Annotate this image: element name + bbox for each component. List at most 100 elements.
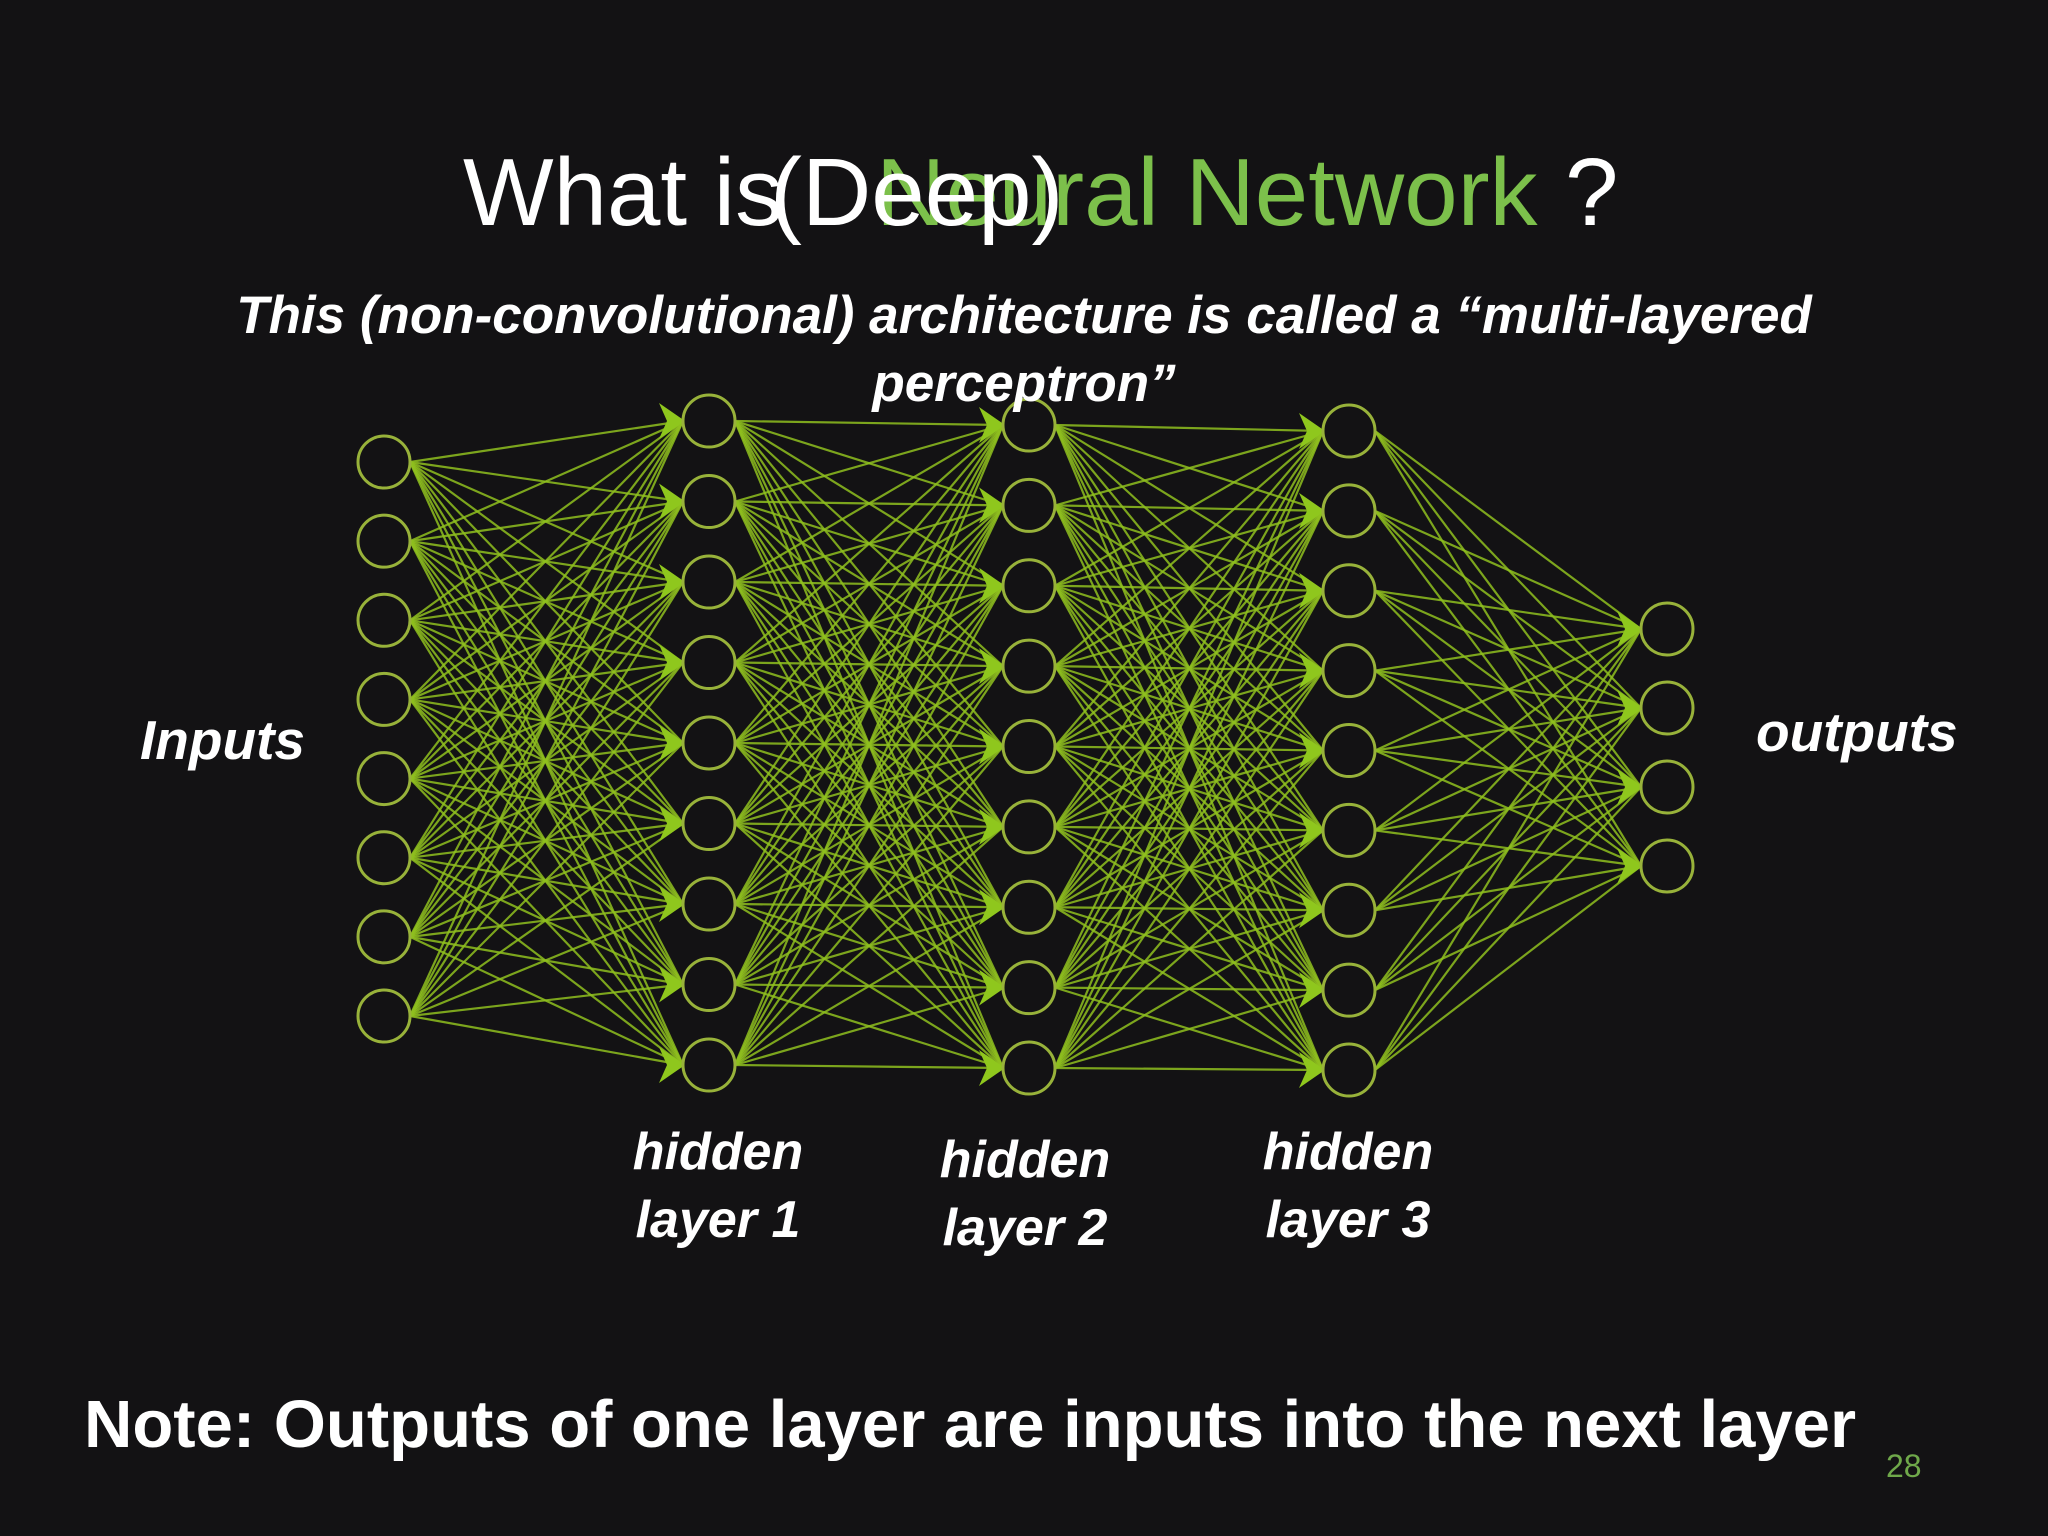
hidden-layer-1-label: hidden layer 1 xyxy=(588,1118,848,1254)
hidden-layer-2-line2: layer 2 xyxy=(942,1199,1108,1257)
connection-line-l2-2-0 xyxy=(1054,430,1324,587)
arrowhead-l3-3 xyxy=(1299,652,1325,689)
note-text: Note: Outputs of one layer are inputs in… xyxy=(84,1387,1857,1462)
connection-line-l3-8-3 xyxy=(1374,865,1642,1071)
connection-line-l2-6-0 xyxy=(1054,430,1324,908)
title-what-is: What is xyxy=(463,139,784,246)
connection-line-l1-1-0 xyxy=(734,423,1004,503)
connection-line-l2-8-3 xyxy=(1054,670,1324,1069)
connection-line-l1-8-8 xyxy=(734,1063,1004,1070)
node-l4-3 xyxy=(1639,838,1695,894)
arrowhead-l2-5 xyxy=(979,808,1005,845)
node-l4-0 xyxy=(1639,601,1695,657)
connection-line-l3-8-0 xyxy=(1374,628,1642,1071)
arrowhead-l2-1 xyxy=(979,487,1005,524)
node-l1-8 xyxy=(681,1037,737,1093)
connection-line-l3-8-1 xyxy=(1374,707,1642,1071)
connection-line-l0-7-2 xyxy=(409,581,684,1017)
hidden-layer-3-label: hidden layer 3 xyxy=(1218,1118,1478,1254)
node-l3-6 xyxy=(1321,882,1377,938)
node-l2-2 xyxy=(1001,558,1057,614)
connection-line-l1-7-0 xyxy=(734,424,1004,985)
node-l0-4 xyxy=(356,751,412,807)
connection-line-l1-0-0 xyxy=(734,419,1004,427)
arrowhead-l1-5 xyxy=(659,805,685,842)
hidden-layer-3-line1: hidden xyxy=(1262,1123,1434,1181)
connection-line-l1-2-0 xyxy=(734,424,1004,583)
hidden-layer-2-label: hidden layer 2 xyxy=(895,1126,1155,1262)
connection-line-l0-7-3 xyxy=(409,661,684,1017)
arrowhead-l1-4 xyxy=(659,725,685,761)
connection-line-l1-8-7 xyxy=(734,986,1004,1067)
node-l3-8 xyxy=(1321,1042,1377,1098)
node-l1-1 xyxy=(681,474,737,529)
connection-line-l2-8-5 xyxy=(1054,829,1324,1069)
connection-line-l0-7-6 xyxy=(409,902,684,1018)
node-l0-6 xyxy=(356,909,412,965)
node-l0-5 xyxy=(356,830,412,886)
arrowhead-l3-1 xyxy=(1299,492,1325,529)
connection-line-l0-7-7 xyxy=(409,983,684,1018)
connection-line-l3-6-0 xyxy=(1374,628,1642,912)
title-question-mark: ? xyxy=(1565,139,1619,246)
arrowhead-l3-4 xyxy=(1299,732,1325,769)
connection-line-l0-7-4 xyxy=(409,742,684,1017)
connection-line-l1-8-1 xyxy=(734,504,1004,1066)
connection-line-l3-8-2 xyxy=(1374,786,1642,1071)
arrowhead-l3-7 xyxy=(1299,972,1325,1009)
connection-line-l1-4-0 xyxy=(734,424,1004,744)
connection-line-l3-1-0 xyxy=(1374,509,1642,631)
connection-line-l0-3-0 xyxy=(409,420,684,701)
arrowhead-l4-2 xyxy=(1617,769,1643,805)
arrowhead-l4-1 xyxy=(1617,690,1643,726)
title-neural-network: Neural Network xyxy=(876,139,1538,246)
node-l3-0 xyxy=(1321,403,1377,459)
inputs-label: Inputs xyxy=(140,709,305,771)
connection-line-l1-8-5 xyxy=(734,826,1004,1066)
arrowhead-l1-8 xyxy=(659,1047,685,1083)
arrowhead-l1-7 xyxy=(659,966,685,1003)
node-l2-4 xyxy=(1001,719,1057,774)
arrowhead-l3-0 xyxy=(1299,413,1325,449)
connection-line-l1-3-0 xyxy=(734,424,1004,664)
connection-line-l3-2-0 xyxy=(1374,589,1642,631)
node-l2-1 xyxy=(1001,477,1057,533)
connection-line-l1-8-0 xyxy=(733,424,1005,1066)
connection-line-l2-8-2 xyxy=(1054,590,1324,1069)
node-l2-0 xyxy=(1001,397,1057,453)
connection-line-l1-6-0 xyxy=(734,424,1004,905)
connection-line-l0-5-0 xyxy=(409,420,684,859)
node-l0-7 xyxy=(356,988,412,1044)
connection-line-l2-3-0 xyxy=(1054,430,1324,667)
arrowhead-l4-3 xyxy=(1617,848,1643,884)
arrowhead-l1-0 xyxy=(659,403,685,439)
connection-line-l3-0-0 xyxy=(1374,430,1642,630)
node-l4-2 xyxy=(1639,759,1695,815)
connection-line-l3-5-0 xyxy=(1374,628,1642,832)
connection-line-l2-8-6 xyxy=(1054,909,1324,1069)
node-l0-1 xyxy=(356,513,412,569)
connection-line-l1-5-0 xyxy=(734,424,1004,825)
node-l2-7 xyxy=(1001,960,1057,1016)
connection-line-l0-2-0 xyxy=(409,420,684,622)
node-l1-4 xyxy=(681,715,737,771)
arrowhead-l2-2 xyxy=(979,567,1005,604)
arrowhead-l2-7 xyxy=(979,969,1005,1006)
connection-line-l2-1-0 xyxy=(1054,429,1324,507)
connection-line-l1-8-4 xyxy=(734,745,1004,1066)
node-l3-3 xyxy=(1321,643,1377,699)
arrowhead-l1-2 xyxy=(659,564,685,600)
connection-line-l0-0-0 xyxy=(409,419,684,464)
hidden-layer-1-line1: hidden xyxy=(632,1123,804,1181)
arrowhead-l1-1 xyxy=(659,483,685,520)
arrowhead-l2-3 xyxy=(979,648,1005,685)
node-l3-1 xyxy=(1321,483,1377,539)
connection-line-l2-8-4 xyxy=(1054,749,1324,1069)
connection-lines xyxy=(408,419,1642,1072)
subtitle: This (non-convolutional) architecture is… xyxy=(236,286,1812,413)
connection-line-l2-5-0 xyxy=(1054,430,1324,828)
connection-line-l0-6-0 xyxy=(409,420,684,938)
arrowhead-l2-0 xyxy=(979,407,1005,443)
connection-line-l0-7-1 xyxy=(409,500,684,1017)
